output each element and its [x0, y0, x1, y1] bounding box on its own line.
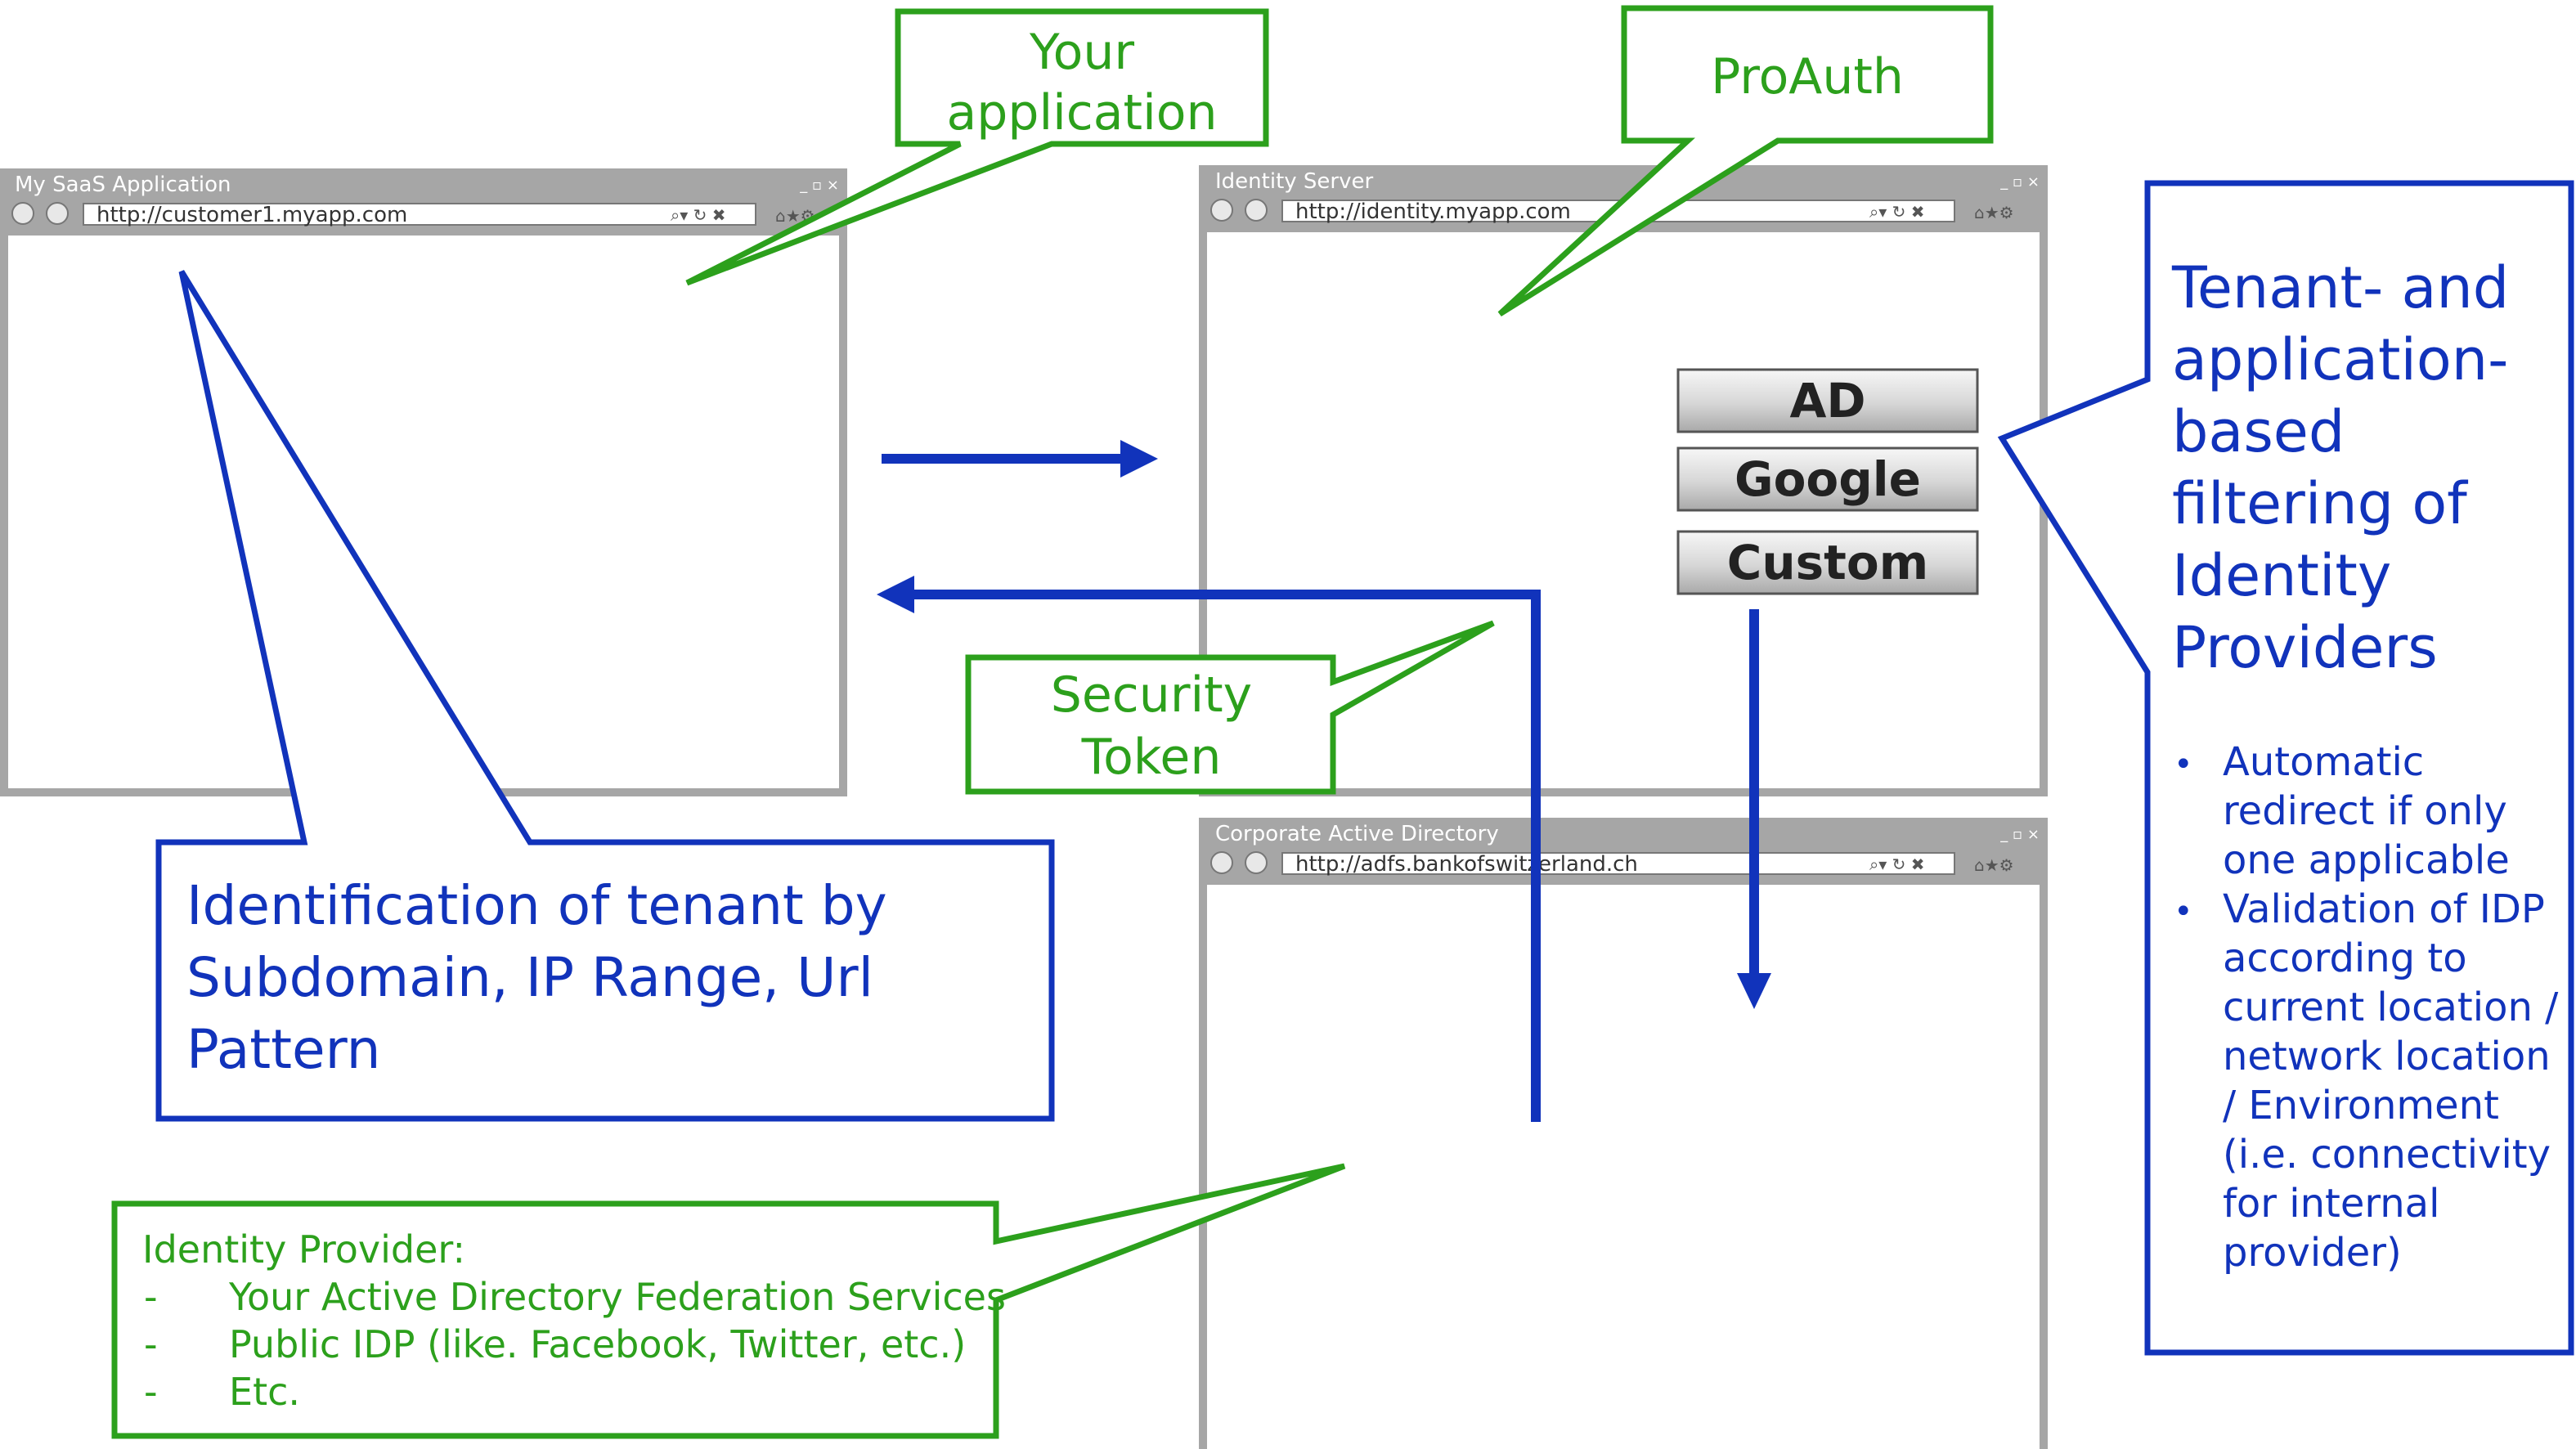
corporate-ad-window: Corporate Active Directory _ ▫ × http://… [1199, 818, 2048, 1449]
filtering-heading-line: filtering of [2172, 470, 2468, 537]
identity-url: http://identity.myapp.com [1295, 200, 1571, 224]
filtering-bullet2-line: current location / [2223, 985, 2559, 1030]
back-icon[interactable] [1210, 851, 1233, 874]
filtering-bullet2-line: for internal [2223, 1181, 2439, 1227]
callout-security-token-line2: Token [1081, 729, 1222, 786]
arrow-return-token [877, 576, 1541, 1122]
back-icon[interactable] [11, 202, 34, 225]
filtering-bullet2-line: according to [2223, 935, 2467, 981]
forward-icon[interactable] [1245, 851, 1268, 874]
filtering-bullet1-line: redirect if only [2223, 788, 2507, 834]
corporate-url: http://adfs.bankofswitzerland.ch [1295, 852, 1638, 877]
filtering-bullet2-line: network location [2223, 1034, 2551, 1079]
saas-url: http://customer1.myapp.com [96, 203, 407, 227]
tenant-identification-line3: Pattern [186, 1018, 380, 1081]
home-star-gear-icon[interactable]: ⌂★⚙ [1974, 855, 2014, 875]
identity-provider-item: Your Active Directory Federation Service… [228, 1275, 1006, 1319]
provider-button-google-label: Google [1735, 451, 1921, 507]
identity-provider-dash: - [144, 1370, 158, 1414]
filtering-heading-line: Identity [2172, 542, 2391, 609]
callout-proauth: ProAuth [1497, 5, 1994, 316]
provider-button-ad-label: AD [1789, 373, 1865, 428]
identity-title: Identity Server [1215, 169, 1373, 194]
filtering-bullet: • [2174, 893, 2193, 931]
filtering-heading-line: based [2172, 398, 2345, 465]
corporate-address-bar[interactable] [1281, 852, 1955, 875]
arrow-to-corporate-ad [1737, 609, 1771, 1009]
saas-app-title: My SaaS Application [15, 173, 231, 197]
corporate-title: Corporate Active Directory [1215, 822, 1499, 846]
callout-security-token: Security Token [965, 620, 1495, 795]
filtering-bullet2-line: (i.e. connectivity [2223, 1132, 2551, 1178]
provider-button-ad[interactable]: AD [1676, 368, 1979, 433]
home-star-gear-icon[interactable]: ⌂★⚙ [1974, 203, 2014, 222]
window-controls-icon[interactable]: _ ▫ × [799, 177, 839, 194]
provider-button-custom-label: Custom [1727, 535, 1928, 590]
filtering-bullet2-line: Validation of IDP [2223, 886, 2545, 932]
filtering-heading-line: application- [2172, 326, 2508, 393]
window-controls-icon[interactable]: _ ▫ × [1999, 826, 2040, 843]
filtering-bullet2-line: provider) [2223, 1230, 2402, 1276]
callout-your-application: Your application [685, 8, 1269, 286]
identity-provider-item: Public IDP (like. Facebook, Twitter, etc… [229, 1322, 966, 1366]
saas-address-bar[interactable] [83, 203, 756, 226]
search-icon[interactable]: ⌕▾ ↻ ✖ [1869, 855, 1924, 874]
search-icon[interactable]: ⌕▾ ↻ ✖ [671, 205, 725, 225]
identity-provider-item: Etc. [229, 1370, 300, 1414]
callout-proauth-text: ProAuth [1711, 48, 1904, 105]
window-controls-icon[interactable]: _ ▫ × [1999, 173, 2040, 191]
filtering-heading-line: Providers [2172, 614, 2438, 681]
callout-idp-filtering: Tenant- and application- based filtering… [1997, 180, 2574, 1356]
filtering-bullet1-line: Automatic [2223, 739, 2424, 785]
identity-provider-heading: Identity Provider: [142, 1227, 465, 1272]
tenant-identification-line1: Identification of tenant by [186, 874, 887, 937]
callout-your-application-line2: application [947, 84, 1218, 141]
corporate-content-area [1207, 885, 2040, 1449]
forward-icon[interactable] [1245, 199, 1268, 222]
callout-security-token-line1: Security [1051, 666, 1252, 724]
callout-your-application-line1: Your [1029, 24, 1134, 81]
provider-button-google[interactable]: Google [1676, 446, 1979, 512]
arrow-to-identity-server [882, 440, 1158, 478]
filtering-bullet: • [2174, 746, 2193, 783]
back-icon[interactable] [1210, 199, 1233, 222]
tenant-identification-line2: Subdomain, IP Range, Url [186, 946, 873, 1009]
callout-tenant-identification: Identification of tenant by Subdomain, I… [155, 270, 1055, 1122]
callout-identity-provider: Identity Provider: - Your Active Directo… [111, 1163, 1346, 1439]
filtering-heading-line: Tenant- and [2171, 254, 2509, 321]
identity-provider-dash: - [144, 1322, 158, 1366]
forward-icon[interactable] [46, 202, 69, 225]
provider-button-custom[interactable]: Custom [1676, 530, 1979, 595]
identity-provider-dash: - [144, 1275, 158, 1319]
filtering-bullet2-line: / Environment [2223, 1083, 2499, 1128]
filtering-bullet1-line: one applicable [2223, 837, 2510, 883]
search-icon[interactable]: ⌕▾ ↻ ✖ [1869, 202, 1924, 222]
